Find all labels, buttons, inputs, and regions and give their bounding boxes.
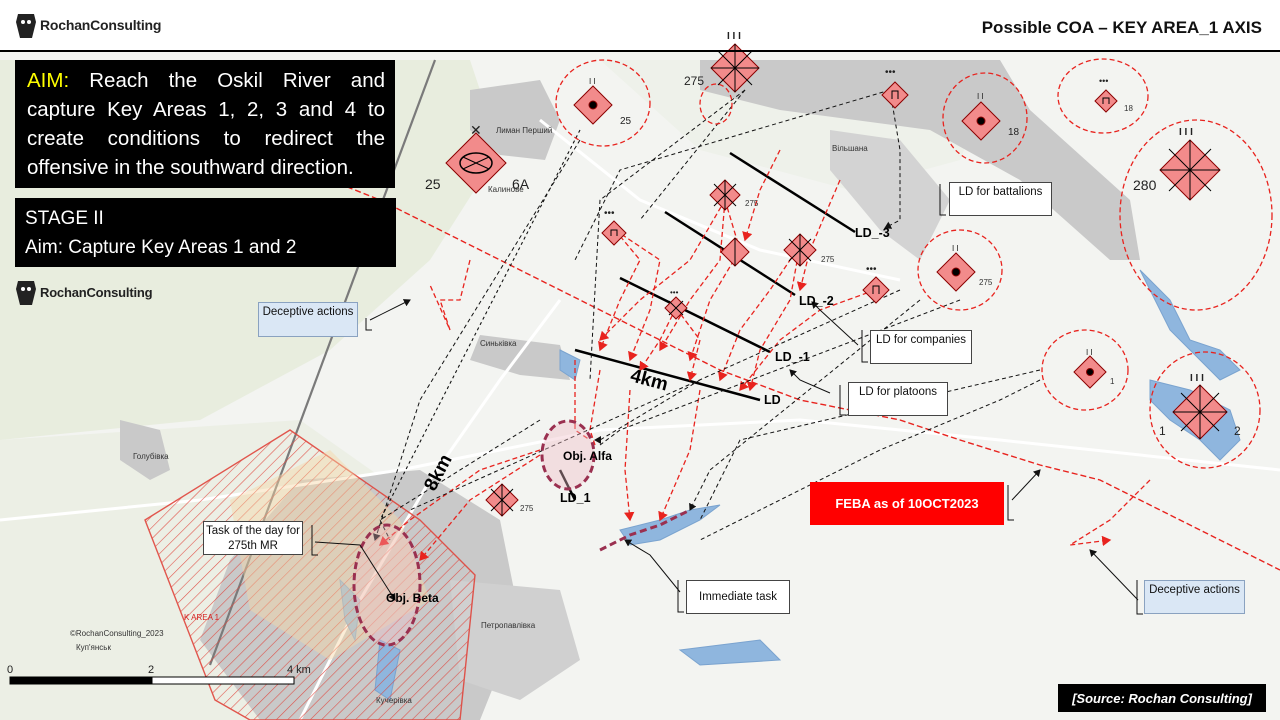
unit-platoon-right	[1094, 89, 1118, 113]
unit-platoon-east	[862, 276, 890, 304]
unit-label-6a: 6A	[512, 176, 530, 192]
rochan-logo-icon	[16, 281, 36, 305]
echelon-dots-3: •••	[604, 208, 615, 219]
aim-box: AIM: Reach the Oskil River and capture K…	[15, 60, 395, 188]
unit-275-company-c	[783, 233, 817, 267]
unit-label-1-big: 1	[1159, 424, 1166, 438]
ld-1-sw-label: LD_1	[560, 491, 591, 505]
brand-watermark: RochanConsulting	[40, 285, 153, 300]
echelon-275-bn: I I	[952, 244, 959, 253]
task-of-day-label: Task of the day for 275th MR	[203, 521, 303, 555]
unit-275-regiment	[710, 43, 760, 93]
unit-label-275c: 275	[979, 278, 993, 287]
unit-1-bn	[1073, 355, 1107, 389]
deceptive-actions-right: Deceptive actions	[1144, 580, 1245, 614]
feba-line	[279, 159, 1280, 571]
place-lyman: Лиман Перший	[496, 126, 553, 135]
scale-2: 2	[148, 664, 155, 676]
scale-bar	[9, 676, 295, 685]
stage-aim: Aim: Capture Key Areas 1 and 2	[25, 237, 297, 258]
maneuver-arrows	[379, 149, 1151, 561]
ld-1-label: LD_-1	[775, 350, 810, 364]
stage-title: STAGE II	[25, 208, 104, 229]
scale-4: 4 km	[287, 664, 311, 676]
unit-label-25: 25	[620, 116, 632, 127]
place-kalynove: Калинове	[488, 185, 524, 194]
place-petropavlivka: Петропавлівка	[481, 621, 536, 630]
unit-label-275d: 275	[520, 504, 534, 513]
echelon-280: I I I	[1179, 127, 1193, 138]
echelon-dots-2: •••	[1099, 76, 1109, 86]
ld-2-label: LD_-2	[799, 294, 834, 308]
echelon-dots-1: •••	[885, 67, 896, 78]
unit-275-company-a	[709, 179, 741, 211]
unit-18-bn	[961, 101, 1001, 141]
coordination-lines	[373, 89, 1041, 541]
ld-battalions-label: LD for battalions	[949, 182, 1052, 216]
obj-alfa-oval	[540, 419, 596, 491]
unit-25-bn	[573, 85, 613, 125]
unit-275-company-b	[720, 237, 750, 267]
unit-280-regiment	[1159, 139, 1221, 201]
immediate-task-line	[599, 508, 691, 552]
enemy-units	[445, 43, 1228, 517]
obj-beta-oval	[352, 523, 422, 647]
obj-beta-label: Obj. Beta	[386, 591, 439, 605]
brand-header: RochanConsulting	[40, 17, 161, 33]
echelon-x-icon: ✕	[470, 122, 482, 138]
echelon-25: I I	[589, 77, 596, 86]
unit-platoon-top	[881, 81, 909, 109]
immediate-task-label: Immediate task	[686, 580, 790, 614]
place-vilshana: Вільшана	[832, 144, 868, 153]
place-holubivka: Голубівка	[133, 452, 169, 461]
place-synkivka: Синьківка	[480, 339, 517, 348]
ld-companies-label: LD for companies	[870, 330, 972, 364]
scale-0: 0	[7, 664, 14, 676]
rochan-logo-icon	[16, 14, 36, 38]
unit-label-280: 280	[1133, 177, 1157, 193]
echelon-dots-5: •••	[670, 288, 679, 297]
deceptive-actions-left: Deceptive actions	[258, 302, 358, 337]
place-karea: K AREA 1	[184, 613, 220, 622]
unit-label-25b: 25	[425, 176, 441, 192]
ld-3-label: LD_-3	[855, 226, 890, 240]
echelon-1-2: I I I	[1190, 373, 1204, 384]
unit-label-275a: 275	[745, 199, 759, 208]
aim-text: Reach the Oskil River and capture Key Ar…	[27, 69, 385, 179]
source-label: [Source: Rochan Consulting]	[1058, 684, 1266, 712]
aim-label: AIM:	[27, 69, 70, 92]
echelon-1: I I	[1086, 348, 1093, 357]
obj-alfa-label: Obj. Alfa	[563, 449, 612, 463]
place-kupiansk: Куп'янськ	[76, 643, 111, 652]
stage-box: STAGE II Aim: Capture Key Areas 1 and 2	[15, 198, 396, 267]
unit-6a-army	[445, 132, 507, 194]
unit-275-bn	[936, 252, 976, 292]
ld-platoons-label: LD for platoons	[848, 382, 948, 416]
unit-ellipses	[555, 58, 1273, 469]
unit-platoon-left	[601, 220, 627, 246]
unit-label-18: 18	[1008, 127, 1020, 138]
echelon-18: I I	[977, 92, 984, 101]
key-area-1-zone	[144, 429, 476, 720]
unit-label-18b: 18	[1124, 104, 1133, 113]
page-title: Possible COA – KEY AREA_1 AXIS	[981, 18, 1262, 37]
unit-1-2-regiment	[1172, 384, 1228, 440]
brand-name: RochanConsulting	[40, 17, 162, 33]
unit-label-275-top: 275	[684, 74, 705, 88]
echelon-275: I I I	[727, 31, 741, 42]
unit-275-company-sw	[485, 483, 519, 517]
place-kucherivka: Кучерівка	[376, 696, 412, 705]
feba-label: FEBA as of 10OCT2023	[810, 482, 1004, 525]
unit-platoon-mid	[664, 296, 688, 320]
brand-watermark-name: RochanConsulting	[40, 285, 153, 300]
unit-label-1: 1	[1110, 377, 1115, 386]
unit-label-275b: 275	[821, 255, 835, 264]
ld-label: LD	[764, 393, 781, 407]
echelon-dots-4: •••	[866, 264, 877, 275]
copyright: ©RochanConsulting_2023	[70, 629, 164, 638]
title-divider	[0, 50, 1280, 52]
unit-label-2-big: 2	[1234, 424, 1241, 438]
